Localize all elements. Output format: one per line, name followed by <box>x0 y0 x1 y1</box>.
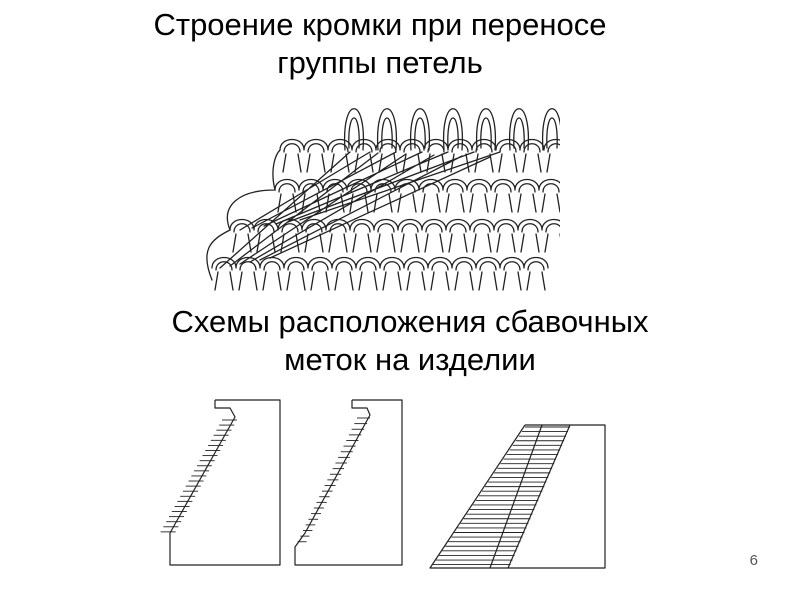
loop-row-2 <box>229 218 560 253</box>
decrease-marks-title-line1: Схемы расположения сбавочных <box>171 304 649 339</box>
scheme-2-outline <box>294 399 403 566</box>
knitting-edge-title-line1: Строение кромки при переносе <box>153 7 607 42</box>
loop-row-1 <box>211 256 549 291</box>
decrease-marks-schemes <box>160 399 606 569</box>
page-number: 6 <box>749 552 758 569</box>
top-loops <box>343 108 560 151</box>
scheme-2-hatching <box>297 417 370 543</box>
decrease-marks-title-line2: меток на изделии <box>284 342 536 377</box>
scheme-3-hatching <box>432 424 571 569</box>
scheme-3-outline <box>429 424 606 569</box>
scheme-1-hatching <box>160 419 237 533</box>
decrease-marks-title: Схемы расположения сбавочных меток на из… <box>20 303 800 379</box>
edge-curve <box>206 149 281 281</box>
knitting-edge-title-line2: группы петель <box>277 45 483 80</box>
transfer-threads <box>219 151 501 269</box>
band-edge-line <box>489 424 543 569</box>
knitted-loops-illustration <box>206 108 560 291</box>
scheme-1-outline <box>169 399 281 566</box>
loop-row-4 <box>279 138 560 173</box>
band-edge-line <box>507 424 571 569</box>
knitting-edge-title: Строение кромки при переносе группы пете… <box>0 6 760 82</box>
